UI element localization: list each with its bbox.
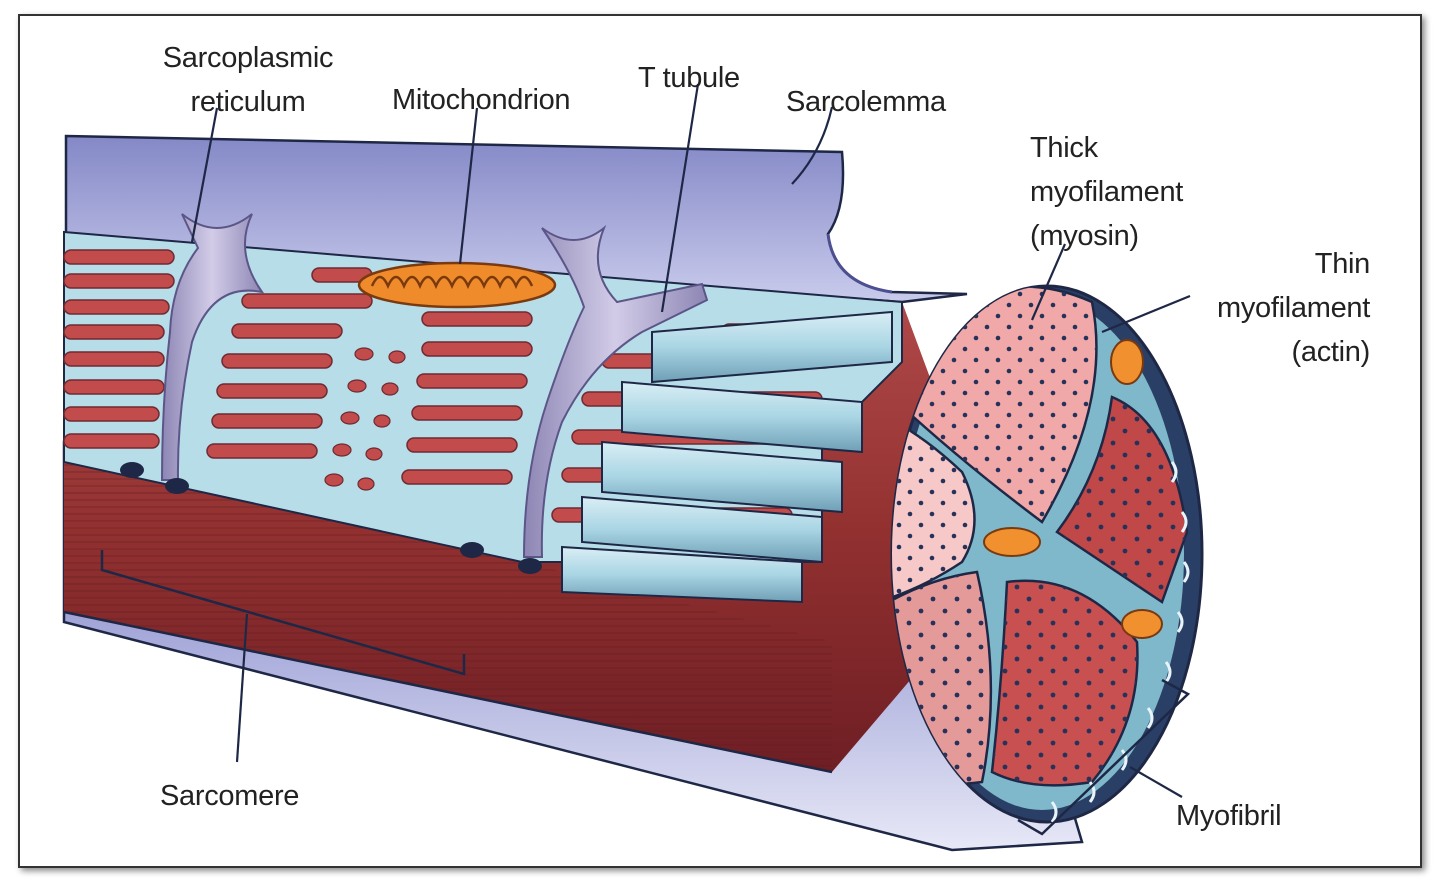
cross-section bbox=[890, 284, 1204, 824]
label-sarcomere: Sarcomere bbox=[160, 780, 300, 812]
label-thick-myofilament: Thick myofilament (myosin) bbox=[1030, 126, 1183, 258]
tubules bbox=[561, 310, 893, 604]
sarcomere-bracket bbox=[100, 550, 466, 676]
label-thick-line1: Thick bbox=[1030, 132, 1098, 164]
label-myofibril: Myofibril bbox=[1176, 800, 1282, 832]
leader-lines bbox=[190, 83, 1191, 798]
muscle-fiber-illustration bbox=[62, 83, 1204, 852]
label-thin-line1: Thin bbox=[1314, 248, 1371, 280]
label-sarcoplasmic-line2: reticulum bbox=[190, 86, 306, 118]
label-t-tubule: T tubule bbox=[638, 62, 740, 94]
label-thin-line3: (actin) bbox=[1291, 336, 1371, 368]
label-thin-line2: myofilament bbox=[1216, 292, 1370, 324]
label-thin-myofilament: Thin myofilament (actin) bbox=[1210, 242, 1370, 374]
label-mitochondrion: Mitochondrion bbox=[392, 84, 571, 116]
myofibril-bracket bbox=[1017, 678, 1191, 836]
label-thick-line2: myofilament bbox=[1030, 176, 1184, 208]
label-sarcolemma: Sarcolemma bbox=[786, 86, 946, 118]
figure-frame: Sarcoplasmic reticulum Mitochondrion T t… bbox=[18, 14, 1422, 868]
mitochondrion-organelle bbox=[357, 261, 557, 309]
label-sarcoplasmic-reticulum: Sarcoplasmic reticulum bbox=[128, 36, 368, 124]
label-sarcoplasmic-line1: Sarcoplasmic bbox=[162, 42, 334, 74]
label-thick-line3: (myosin) bbox=[1030, 220, 1139, 252]
